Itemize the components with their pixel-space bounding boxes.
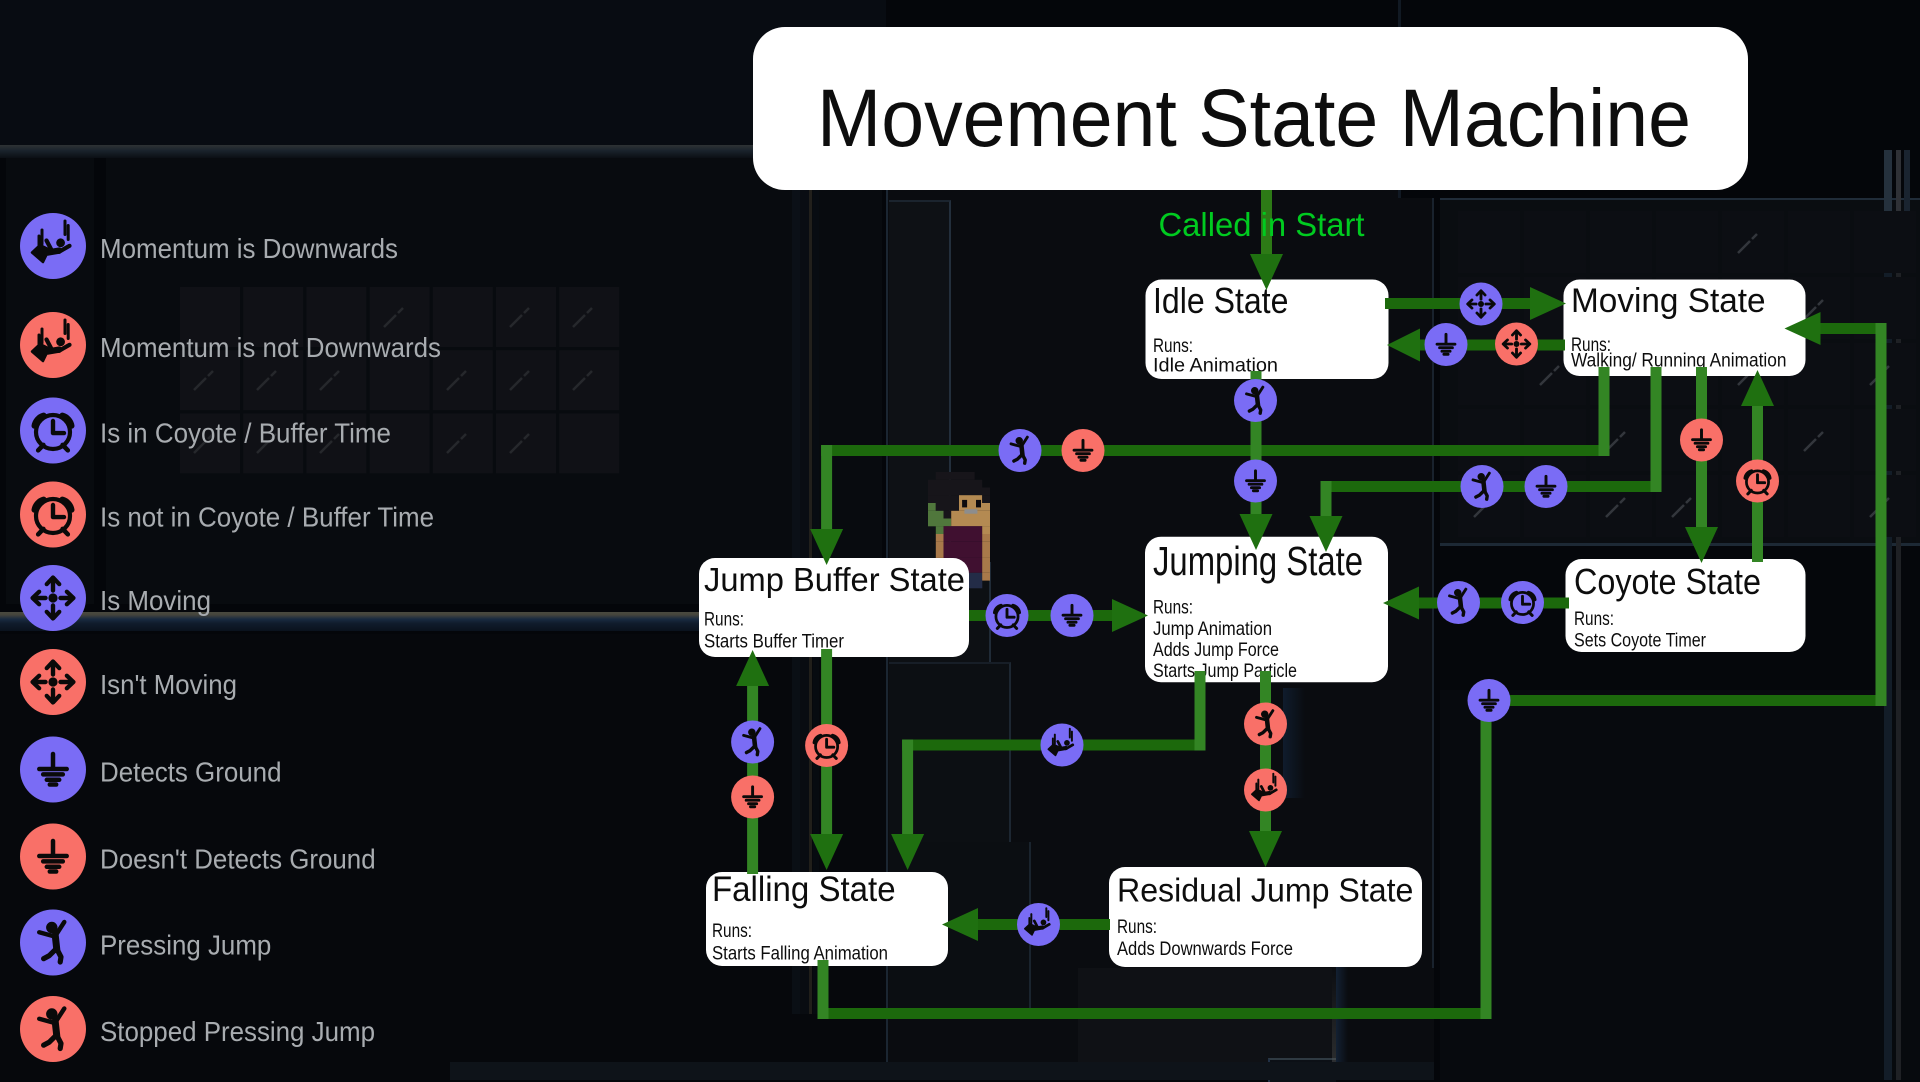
svg-text:Moving State: Moving State (1571, 282, 1766, 320)
svg-text:Runs:: Runs: (712, 921, 752, 942)
svg-text:Momentum is Downwards: Momentum is Downwards (100, 233, 398, 264)
svg-text:Idle Animation: Idle Animation (1153, 356, 1278, 377)
svg-text:Jump Buffer State: Jump Buffer State (704, 561, 965, 598)
svg-text:Runs:: Runs: (1153, 336, 1193, 357)
svg-text:Adds Jump Force: Adds Jump Force (1153, 639, 1279, 661)
svg-text:Starts Jump Particle: Starts Jump Particle (1153, 660, 1297, 682)
svg-text:Detects Ground: Detects Ground (100, 757, 282, 788)
svg-text:Doesn't Detects Ground: Doesn't Detects Ground (100, 844, 376, 875)
svg-text:Coyote State: Coyote State (1574, 561, 1761, 602)
svg-text:Sets Coyote Timer: Sets Coyote Timer (1574, 631, 1707, 652)
svg-text:Runs:: Runs: (1571, 335, 1611, 356)
svg-text:Jump Animation: Jump Animation (1153, 618, 1272, 640)
svg-text:Starts Falling Animation: Starts Falling Animation (712, 944, 888, 965)
svg-text:Pressing Jump: Pressing Jump (100, 930, 271, 961)
svg-text:Called in Start: Called in Start (1159, 206, 1365, 243)
svg-text:Momentum is not Downwards: Momentum is not Downwards (100, 332, 441, 363)
svg-text:Stopped Pressing Jump: Stopped Pressing Jump (100, 1016, 375, 1047)
svg-text:Residual Jump State: Residual Jump State (1117, 872, 1413, 909)
svg-text:Starts Buffer Timer: Starts Buffer Timer (704, 632, 845, 653)
svg-text:Walking/ Running Animation: Walking/ Running Animation (1571, 351, 1787, 372)
svg-text:Isn't Moving: Isn't Moving (100, 669, 237, 700)
svg-text:Is in Coyote / Buffer Time: Is in Coyote / Buffer Time (100, 418, 391, 449)
svg-text:Runs:: Runs: (1153, 597, 1193, 619)
svg-text:Falling State: Falling State (712, 870, 896, 909)
svg-text:Runs:: Runs: (704, 610, 744, 631)
svg-text:Is not in Coyote / Buffer Time: Is not in Coyote / Buffer Time (100, 502, 434, 533)
svg-text:Movement State Machine: Movement State Machine (817, 73, 1691, 164)
svg-text:Runs:: Runs: (1117, 917, 1157, 938)
svg-text:Adds Downwards Force: Adds Downwards Force (1117, 939, 1293, 960)
svg-text:Runs:: Runs: (1574, 609, 1614, 630)
svg-text:Is Moving: Is Moving (100, 585, 211, 616)
